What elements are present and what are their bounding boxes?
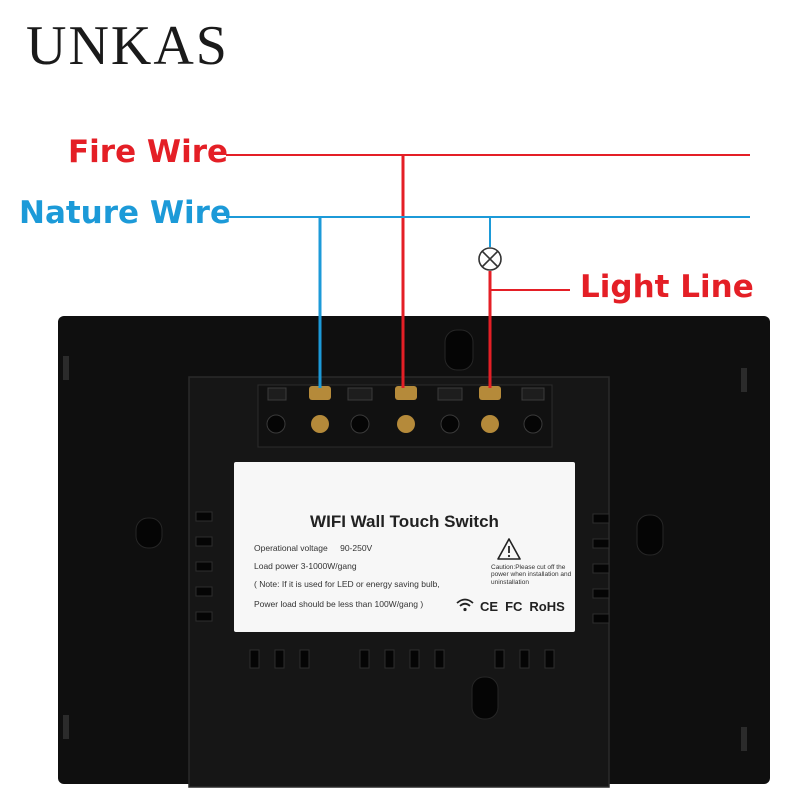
mount-hole-right xyxy=(636,514,664,556)
terminal-hole xyxy=(523,414,543,434)
vent-slots xyxy=(195,511,610,669)
terminal-clamp xyxy=(437,387,463,401)
light-line-label: Light Line xyxy=(580,269,754,305)
rohs-mark: RoHS xyxy=(529,599,565,614)
label-title: WIFI Wall Touch Switch xyxy=(310,512,499,531)
terminal-clamp xyxy=(267,387,287,401)
panel-slot-right-lower xyxy=(741,727,747,751)
lamp-icon xyxy=(478,247,502,271)
fc-mark: FC xyxy=(505,599,523,614)
nature-wire-label: Nature Wire xyxy=(19,195,231,231)
spec-label: WIFI Wall Touch Switch Operational volta… xyxy=(234,462,575,632)
note-line-1: ( Note: If it is used for LED or energy … xyxy=(254,579,440,589)
terminal-clamp-l2 xyxy=(479,386,501,400)
terminal-clamp xyxy=(347,387,373,401)
note-line-2: Power load should be less than 100W/gang… xyxy=(254,599,424,609)
terminal-clamp-l xyxy=(395,386,417,400)
terminal-hole xyxy=(440,414,460,434)
terminal-clamp-n xyxy=(309,386,331,400)
terminal-hole xyxy=(266,414,286,434)
panel-slot-left xyxy=(63,356,69,380)
mount-hole-bottom xyxy=(471,676,499,720)
fire-wire-label: Fire Wire xyxy=(68,134,229,170)
wifi-icon xyxy=(456,598,474,612)
panel-slot-right xyxy=(741,368,747,392)
terminal-screws xyxy=(266,414,543,434)
terminal-hole xyxy=(350,414,370,434)
brand-logo: UNKAS xyxy=(26,15,229,77)
panel-slot-left-lower xyxy=(63,715,69,739)
voltage-label: Operational voltage xyxy=(254,543,328,553)
terminal-screw-n xyxy=(311,415,329,433)
ce-mark: CE xyxy=(480,599,499,614)
terminal-screw-l2 xyxy=(481,415,499,433)
voltage-spec: Operational voltage 90-250V xyxy=(254,544,372,553)
mount-hole-left xyxy=(135,517,163,549)
voltage-value: 90-250V xyxy=(340,543,373,553)
terminal-clamp xyxy=(521,387,545,401)
terminal-clamps xyxy=(267,386,545,401)
certification-marks: CE FC RoHS xyxy=(480,600,572,613)
load-power-spec: Load power 3-1000W/gang xyxy=(254,561,357,571)
terminal-screw-l xyxy=(397,415,415,433)
warning-icon xyxy=(497,538,521,560)
mount-hole-top xyxy=(444,329,474,371)
caution-text: Caution:Please cut off the power when in… xyxy=(491,564,572,586)
